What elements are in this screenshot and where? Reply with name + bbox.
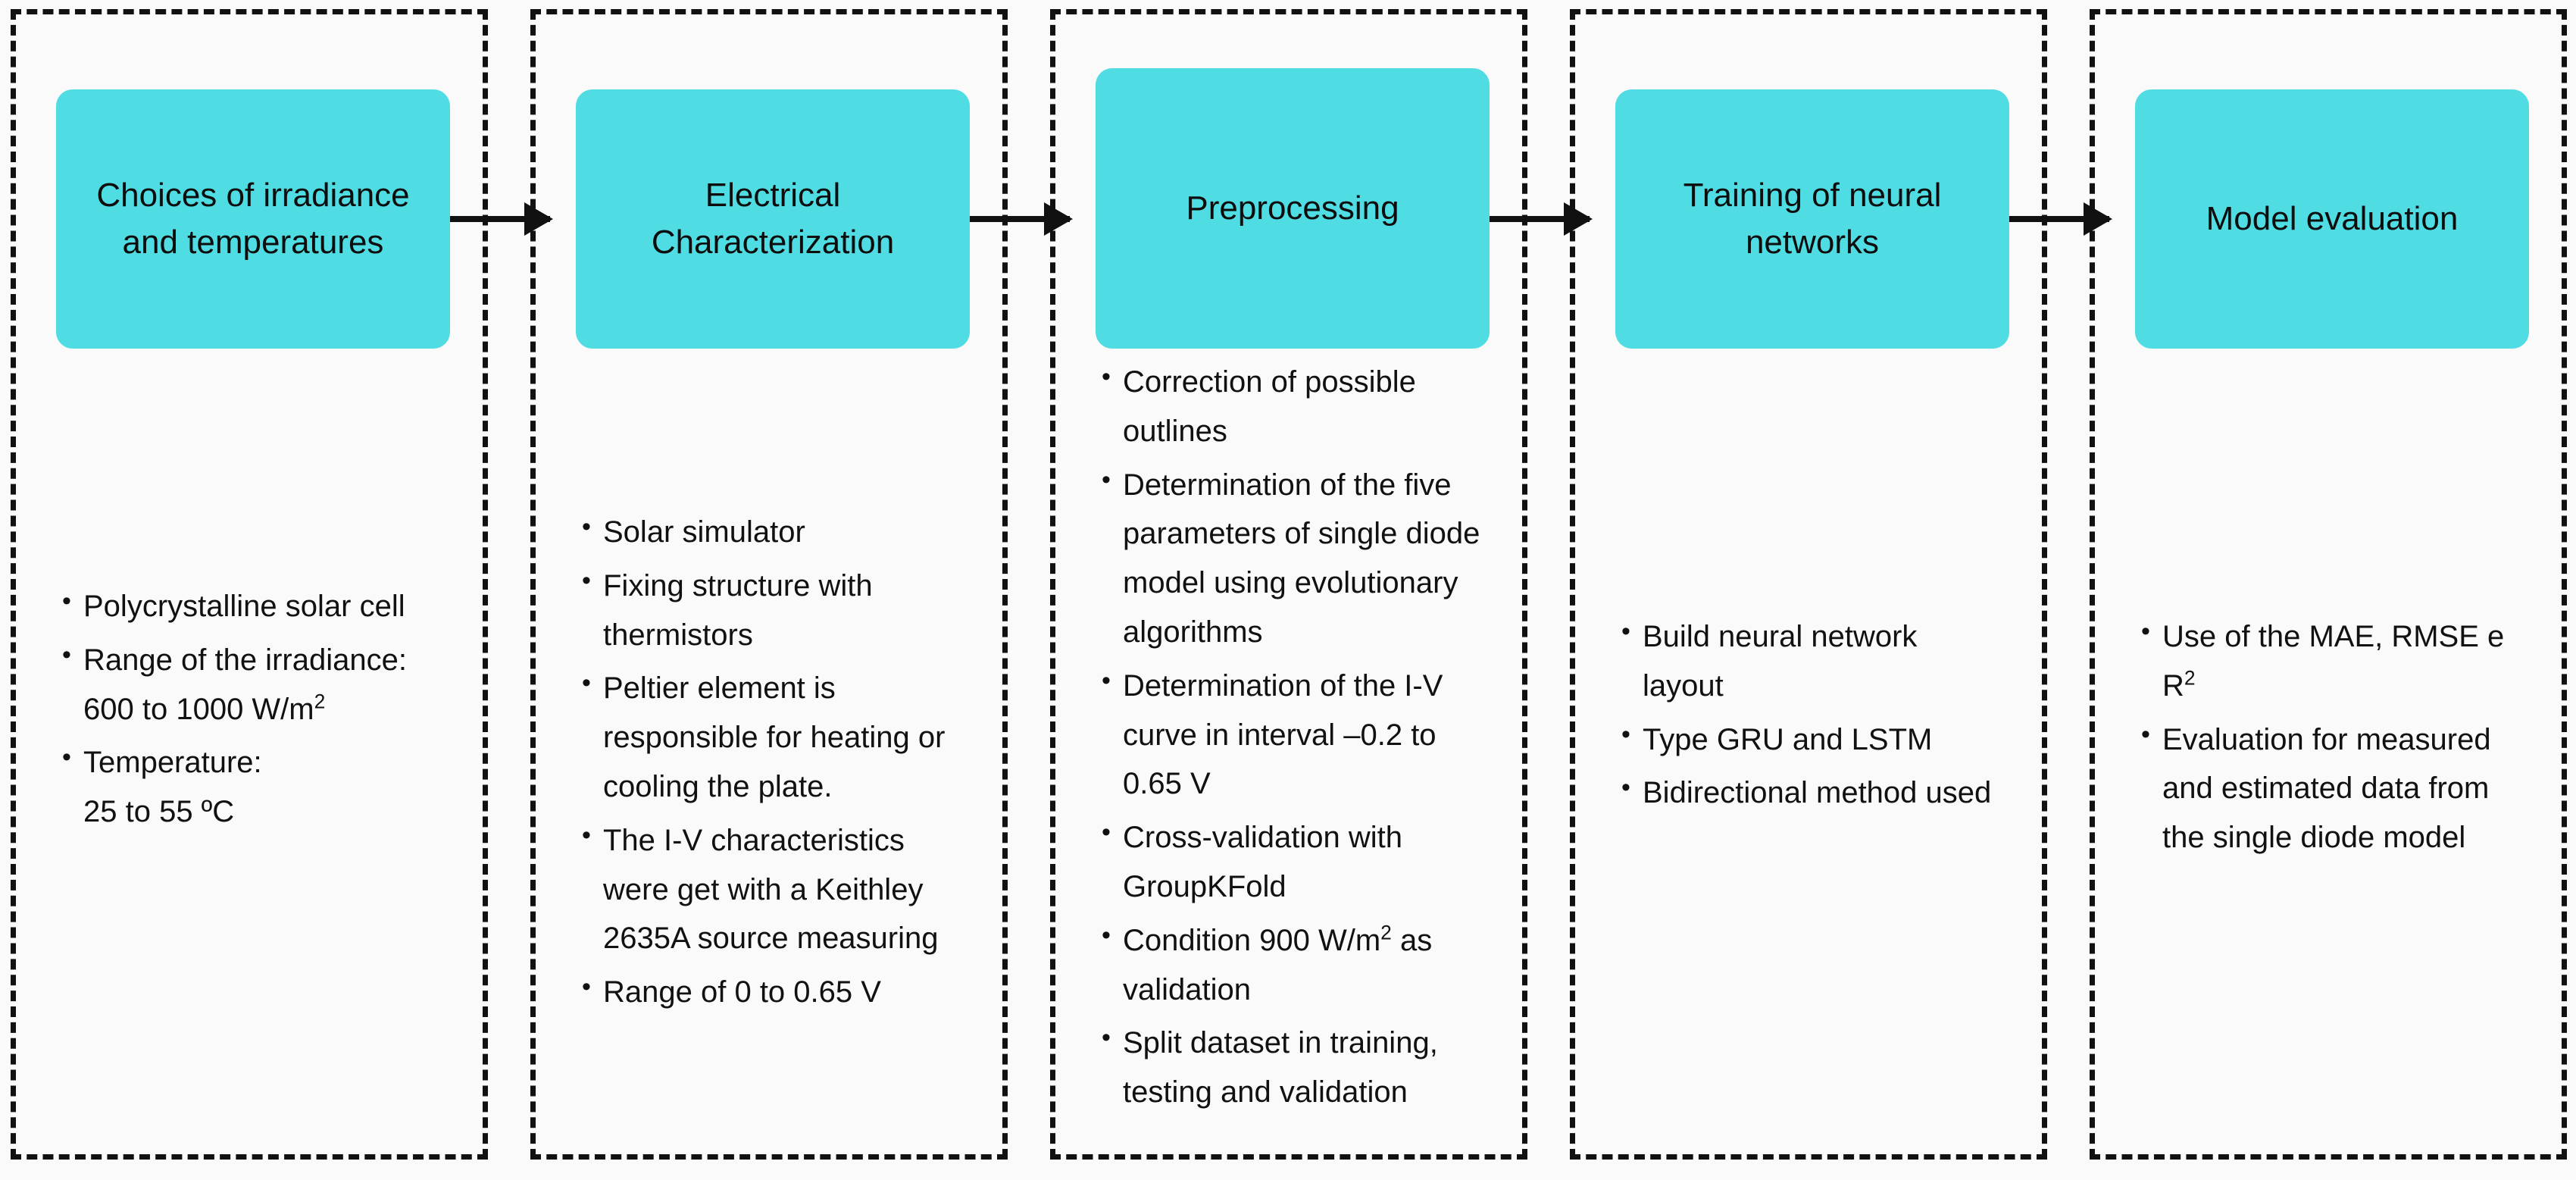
bullet-item: Use of the MAE, RMSE e R2 — [2138, 611, 2532, 711]
stage-panel-preprocessing — [1050, 9, 1527, 1160]
stage-bullets-model-evaluation: Use of the MAE, RMSE e R2Evaluation for … — [2138, 611, 2532, 867]
stage-bullets-preprocessing: Correction of possible outlinesDetermina… — [1099, 356, 1493, 1122]
stage-title-line: Choices of irradiance — [96, 176, 410, 214]
bullet-item: Condition 900 W/m2 as validation — [1099, 915, 1493, 1015]
bullet-item: Bidirectional method used — [1618, 767, 2006, 818]
bullet-item: Type GRU and LSTM — [1618, 714, 2006, 765]
bullet-item: Evaluation for measured and estimated da… — [2138, 714, 2532, 862]
bullet-item: Split dataset in training, testing and v… — [1099, 1017, 1493, 1117]
bullet-item: Build neural network layout — [1618, 611, 2006, 711]
stage-panel-training-of-neural-networks — [1570, 9, 2047, 1160]
stage-box-choices[interactable]: Choices of irradiance and temperatures — [56, 89, 450, 349]
bullet-item: Range of 0 to 0.65 V — [579, 966, 973, 1017]
bullet-item: Correction of possible outlines — [1099, 356, 1493, 456]
bullet-item: Temperature:25 to 55 ºC — [59, 737, 447, 837]
stage-panel-electrical-characterization — [530, 9, 1008, 1160]
flow-arrow-icon — [450, 216, 550, 222]
bullet-item: Peltier element is responsible for heati… — [579, 662, 973, 811]
stage-box-electrical-characterization[interactable]: Electrical Characterization — [576, 89, 970, 349]
bullet-item: The I-V characteristics were get with a … — [579, 815, 973, 963]
bullet-item: Determination of the I-V curve in interv… — [1099, 660, 1493, 809]
stage-title-line: Electrical — [705, 176, 841, 214]
stage-box-model-evaluation[interactable]: Model evaluation — [2135, 89, 2529, 349]
bullet-item: Cross-validation with GroupKFold — [1099, 812, 1493, 912]
stage-bullets-electrical-characterization: Solar simulatorFixing structure with the… — [579, 506, 973, 1022]
stage-panel-choices — [11, 9, 488, 1160]
stage-box-training-of-neural-networks[interactable]: Training of neural networks — [1615, 89, 2009, 349]
bullet-item: Fixing structure with thermistors — [579, 560, 973, 660]
bullet-item: Range of the irradiance:600 to 1000 W/m2 — [59, 634, 447, 734]
stage-title-line: and temperatures — [122, 224, 384, 261]
stage-bullets-choices: Polycrystalline solar cellRange of the i… — [59, 581, 447, 841]
bullet-item: Determination of the five parameters of … — [1099, 459, 1493, 657]
stage-title-line: Training of neural — [1683, 176, 1942, 214]
stage-title-line: Preprocessing — [1186, 189, 1399, 227]
stage-title-line: Characterization — [651, 224, 895, 261]
stage-title-line: Model evaluation — [2206, 199, 2459, 237]
stage-title-line: networks — [1745, 224, 1880, 261]
stage-panel-model-evaluation — [2090, 9, 2567, 1160]
stage-box-preprocessing[interactable]: Preprocessing — [1096, 68, 1490, 349]
flow-arrow-icon — [1490, 216, 1590, 222]
stage-bullets-training-of-neural-networks: Build neural network layoutType GRU and … — [1618, 611, 2006, 822]
flow-arrow-icon — [2009, 216, 2109, 222]
bullet-item: Polycrystalline solar cell — [59, 581, 447, 631]
flow-arrow-icon — [970, 216, 1070, 222]
bullet-item: Solar simulator — [579, 506, 973, 557]
